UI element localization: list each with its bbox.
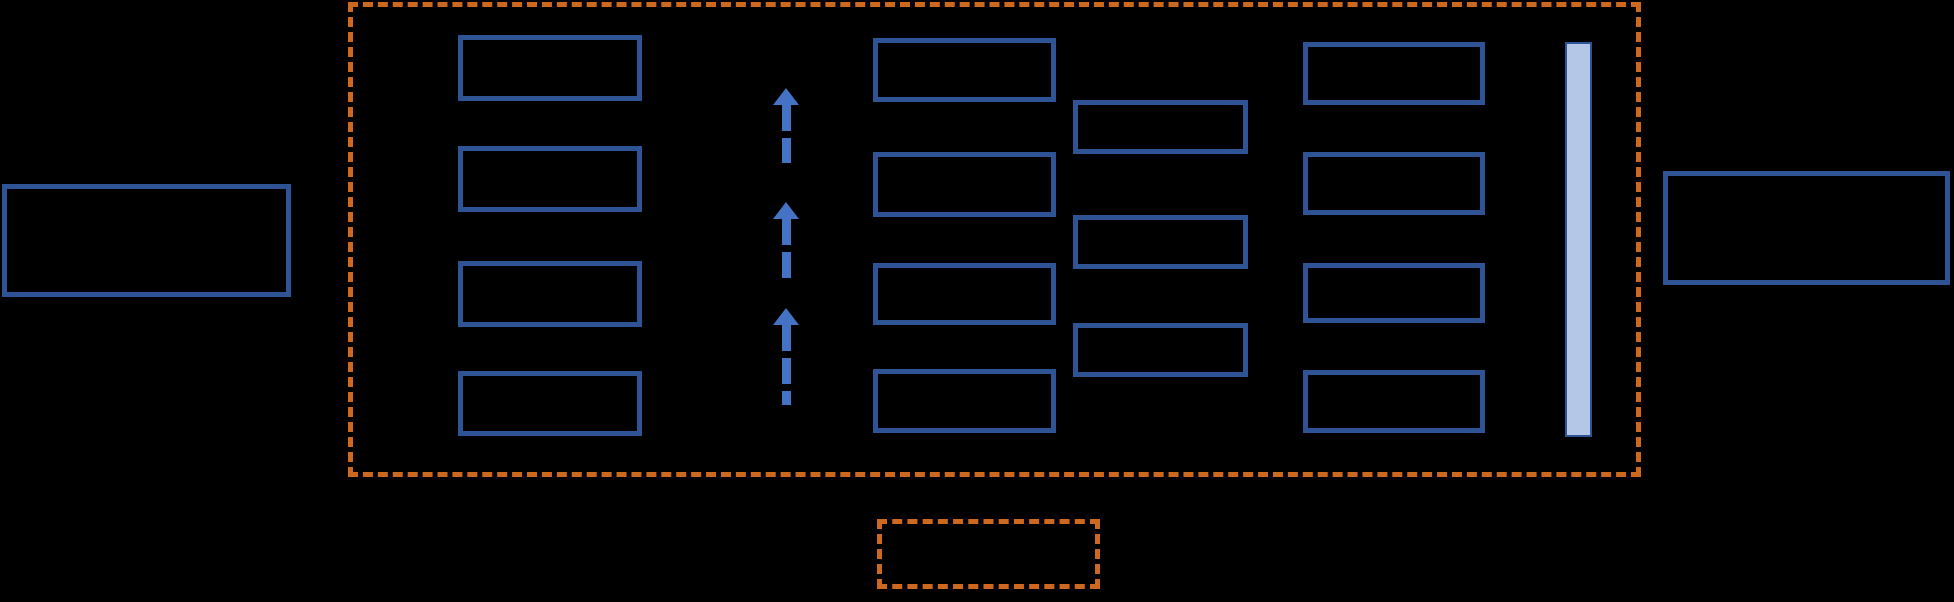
column-4-box-4 <box>1303 370 1485 433</box>
arrow-shaft <box>781 105 791 163</box>
bottom-dashed-box <box>877 519 1100 589</box>
column-1-box-4 <box>458 371 642 436</box>
up-arrow-3 <box>773 308 799 405</box>
column-4-box-2 <box>1303 152 1485 215</box>
column-4-box-1 <box>1303 42 1485 105</box>
up-arrow-2 <box>773 202 799 278</box>
arrow-head-icon <box>773 202 799 219</box>
column-2-box-4 <box>873 369 1056 433</box>
right-box <box>1663 171 1950 285</box>
column-3-box-2 <box>1073 215 1248 269</box>
column-2-box-3 <box>873 263 1056 325</box>
column-2-box-1 <box>873 38 1056 102</box>
dashed-container <box>348 2 1641 477</box>
column-2-box-2 <box>873 152 1056 217</box>
highlight-bar <box>1565 42 1592 437</box>
arrow-head-icon <box>773 308 799 325</box>
up-arrow-1 <box>773 88 799 163</box>
arrow-shaft <box>781 325 791 405</box>
column-3-box-3 <box>1073 323 1248 377</box>
arrow-shaft <box>781 219 791 278</box>
column-1-box-1 <box>458 35 642 101</box>
arrow-head-icon <box>773 88 799 105</box>
column-3-box-1 <box>1073 100 1248 154</box>
column-1-box-3 <box>458 261 642 327</box>
column-1-box-2 <box>458 146 642 212</box>
column-4-box-3 <box>1303 263 1485 323</box>
left-box <box>2 184 291 297</box>
